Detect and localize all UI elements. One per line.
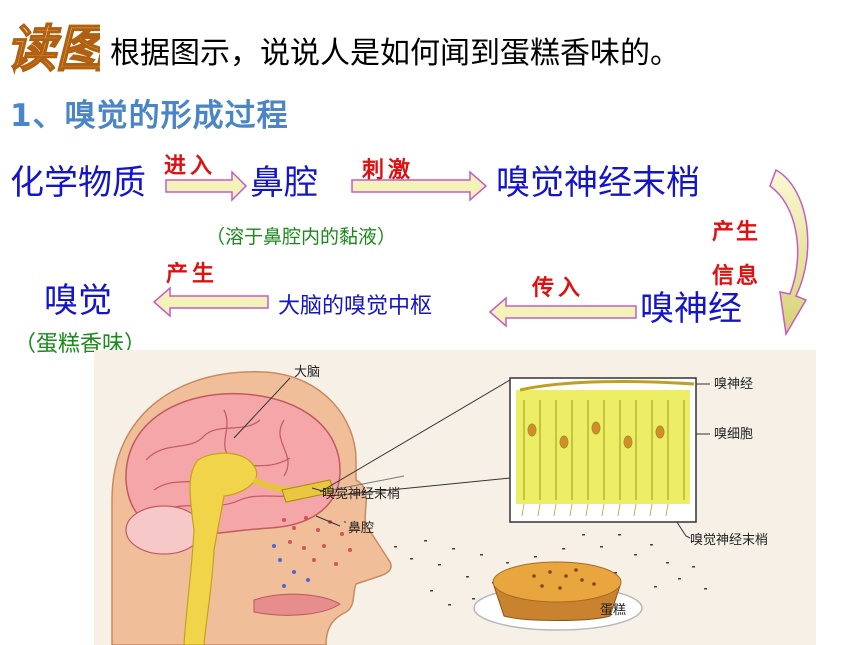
arrow-transmit (488, 296, 637, 328)
olfaction-illustration: 大脑 嗅觉神经末梢 鼻腔 蛋糕 嗅神经 嗅细胞 嗅觉神经末梢 (94, 350, 816, 645)
verb-info: 信息 (712, 264, 761, 289)
node-nasal-cavity: 鼻腔 (250, 163, 318, 203)
label-cake: 蛋糕 (600, 603, 626, 618)
verb-produce-2: 产生 (166, 262, 219, 287)
note-nasal: （溶于鼻腔内的黏液） (206, 226, 397, 248)
leader-lines (233, 377, 710, 539)
reading-prompt: 根据图示，说说人是如何闻到蛋糕香味的。 (110, 36, 680, 71)
section-title: 1、嗅觉的形成过程 (10, 98, 289, 134)
arrow-enter (165, 170, 248, 202)
node-smell: 嗅觉 (44, 281, 112, 321)
brainstem-icon (183, 452, 258, 645)
verb-enter: 进入 (164, 154, 217, 179)
read-figure-badge: 读图 (5, 19, 100, 76)
flow-arrows (152, 168, 809, 337)
verb-produce-1: 产生 (712, 220, 761, 245)
label-inset-nerve-ending: 嗅觉神经末梢 (690, 533, 768, 548)
label-nasal-cavity: 鼻腔 (348, 520, 374, 536)
arrow-produce (152, 286, 269, 318)
label-brain: 大脑 (294, 365, 320, 380)
node-nerve-ending: 嗅觉神经末梢 (496, 163, 700, 203)
node-brain-center: 大脑的嗅觉中枢 (278, 294, 433, 319)
label-olfactory-cell: 嗅细胞 (714, 427, 753, 442)
node-olfactory-nerve: 嗅神经 (640, 289, 742, 329)
arrow-stimulate (351, 170, 488, 202)
label-nerve-ending: 嗅觉神经末梢 (322, 487, 400, 502)
olfactory-cells (523, 400, 685, 500)
label-olfactory-nerve: 嗅神经 (714, 377, 753, 392)
verb-stimulate: 刺激 (362, 158, 415, 183)
badge-text: 读图 (6, 20, 100, 76)
verb-transmit: 传入 (532, 276, 585, 301)
node-chemical: 化学物质 (10, 163, 146, 203)
cerebellum-icon (125, 505, 203, 555)
arrow-curve-down (769, 168, 809, 337)
olfactory-bulb-icon (281, 479, 335, 503)
